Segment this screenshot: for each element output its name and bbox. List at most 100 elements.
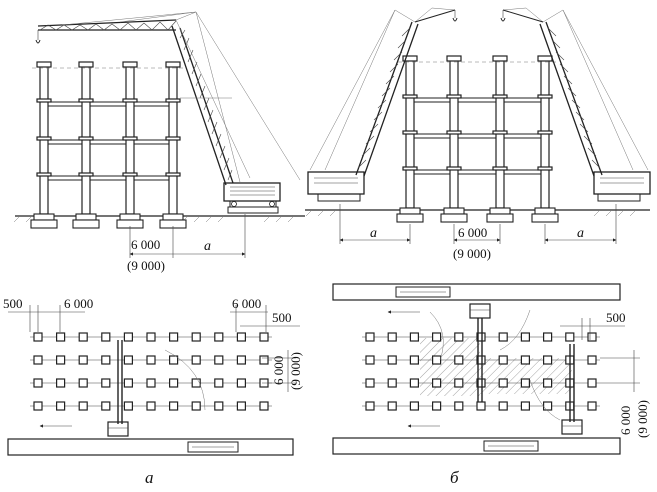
plan-column [78, 332, 88, 342]
plan-column [454, 332, 464, 342]
crane-carriage [187, 441, 239, 453]
plan-column [169, 378, 179, 388]
crawler-crane-right-right [500, 7, 651, 202]
footing-base [30, 219, 58, 229]
plan-column [454, 378, 464, 388]
corbel [402, 166, 418, 171]
corbel [537, 94, 553, 99]
plan-column [169, 401, 179, 411]
dim-500-top: 500 [3, 296, 23, 311]
corbel [122, 136, 138, 141]
plan-column [387, 401, 397, 411]
plan-column [365, 332, 375, 342]
corbel [446, 94, 462, 99]
plan-column [432, 332, 442, 342]
dim-a: a [204, 239, 211, 254]
corbel [446, 130, 462, 135]
footing [119, 213, 141, 221]
corbel [122, 98, 138, 103]
corbel [78, 172, 94, 177]
left-elevation: 6 000 (9 000) a [13, 11, 305, 273]
plan-column [191, 378, 201, 388]
crane-boom [171, 25, 227, 186]
plan-column [387, 378, 397, 388]
footing [489, 207, 511, 215]
corbel [446, 166, 462, 171]
plan-column [123, 355, 134, 365]
plan-column [587, 378, 597, 388]
plan-column [146, 332, 156, 342]
plan-column [55, 401, 66, 411]
right-elevation: a 6 000 (9 000) a [305, 7, 651, 261]
plan-column [191, 355, 201, 365]
right-elevation-dimensions: a 6 000 (9 000) a [339, 204, 617, 261]
plan-column [259, 332, 269, 342]
crawler-crane-right-left [307, 7, 458, 202]
column-grid [362, 332, 600, 411]
plan-column [476, 378, 486, 388]
plan-column [432, 355, 442, 365]
footing-base [440, 213, 468, 223]
plan-column [55, 378, 66, 388]
plan-column [214, 378, 224, 388]
dim-9000-vert: (9 000) [635, 400, 650, 438]
corbel [537, 166, 553, 171]
plan-column [432, 401, 442, 411]
plan-column [214, 355, 224, 365]
dim-6000-top-left: 6 000 [64, 296, 93, 311]
corbel [36, 136, 52, 141]
plan-column [259, 355, 269, 365]
corbel [122, 172, 138, 177]
plan-column [236, 378, 246, 388]
plan-column [123, 401, 134, 411]
plan-column [432, 378, 442, 388]
column-cap [122, 61, 138, 68]
crane-boom [355, 21, 413, 176]
plan-column [587, 332, 597, 342]
plan-column [78, 355, 88, 365]
footing [399, 207, 421, 215]
column-cap [402, 55, 418, 62]
column-grid [30, 332, 272, 411]
plan-column [365, 378, 375, 388]
dim-a-left: a [370, 226, 377, 241]
dim-a-right: a [577, 226, 584, 241]
plan-column [587, 355, 597, 365]
plan-column [454, 401, 464, 411]
slew-arcs-bottom [529, 379, 561, 421]
plan-column [542, 332, 553, 342]
plan-column [542, 355, 553, 365]
column-cap [492, 55, 508, 62]
crawler-crane-left [35, 11, 301, 214]
crane-carriage-bottom [483, 440, 539, 452]
plan-column [498, 378, 508, 388]
corbel [402, 130, 418, 135]
plan-column [236, 332, 246, 342]
slew-arcs-top [429, 309, 531, 361]
crane-rail [7, 438, 294, 456]
dim-9000-vert: (9 000) [288, 352, 303, 390]
plan-column [123, 332, 134, 342]
dim-9000: (9 000) [127, 258, 165, 273]
left-plan: 500 6 000 6 000 500 6 000 (9 000) [3, 296, 303, 456]
corbel [36, 172, 52, 177]
plan-column [476, 355, 486, 365]
column-cap [36, 61, 52, 68]
crane-plan-body-bottom [561, 419, 583, 435]
plan-column [33, 378, 43, 388]
plan-column [454, 355, 464, 365]
corbel [36, 98, 52, 103]
corbel [165, 136, 181, 141]
plan-column [101, 332, 111, 342]
footing-base [72, 219, 100, 229]
plan-column [33, 355, 43, 365]
plan-column [520, 378, 531, 388]
footing-base [531, 213, 559, 223]
corbel [78, 136, 94, 141]
dim-6000: 6 000 [131, 237, 160, 252]
frame [30, 61, 187, 229]
plan-column [387, 355, 397, 365]
plan-column [409, 332, 419, 342]
plan-column [365, 355, 375, 365]
